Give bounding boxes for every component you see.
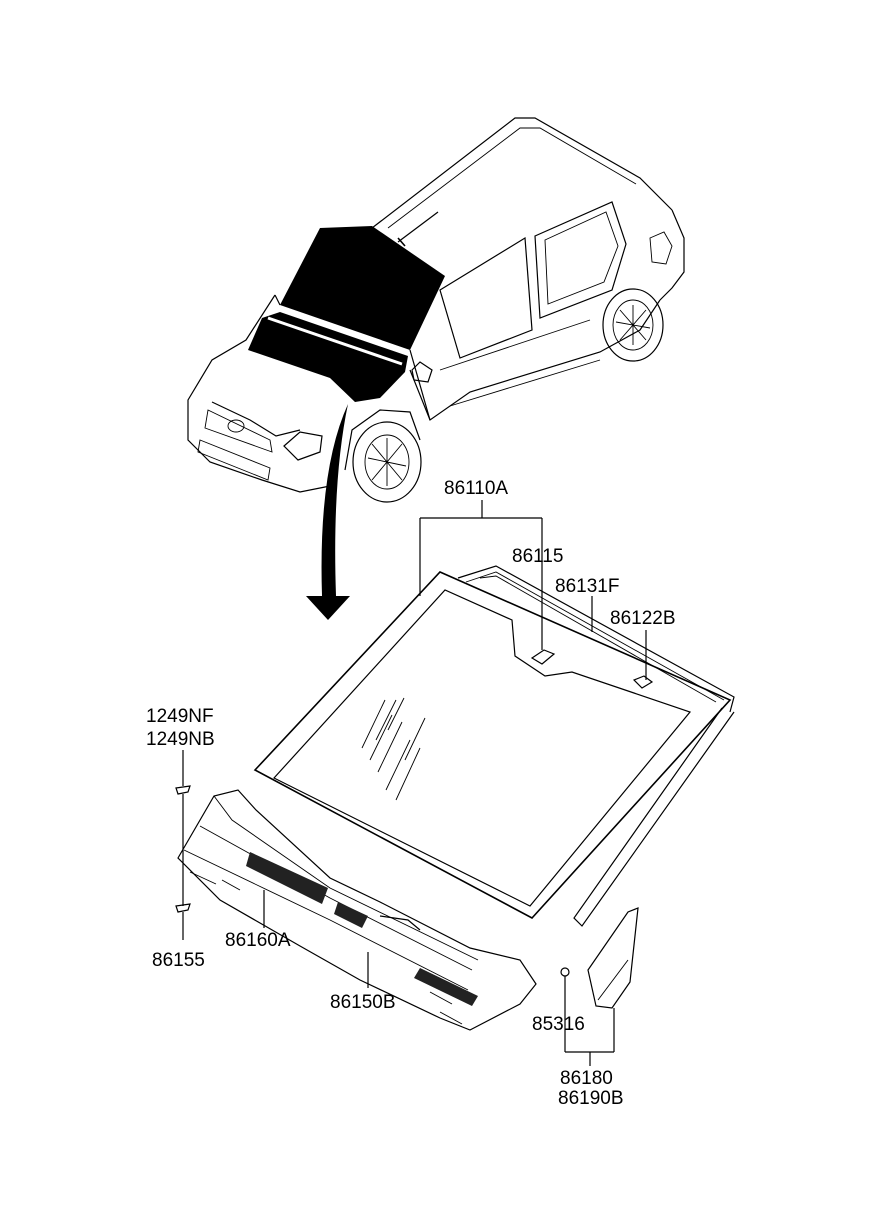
- label-86150B: 86150B: [330, 992, 396, 1013]
- label-1249NB: 1249NB: [146, 729, 215, 750]
- label-86180: 86180: [560, 1068, 613, 1089]
- arrow-icon: [306, 404, 350, 620]
- windshield-icon: [253, 565, 735, 927]
- label-86155: 86155: [152, 950, 205, 971]
- label-86190B: 86190B: [558, 1088, 624, 1109]
- leader-lines: [182, 500, 647, 1066]
- label-86110A: 86110A: [444, 478, 508, 499]
- label-86122B: 86122B: [610, 608, 676, 629]
- label-86160A: 86160A: [225, 930, 291, 951]
- label-86115: 86115: [512, 546, 563, 567]
- car-windshield-shape: [280, 226, 445, 350]
- label-86131F: 86131F: [555, 576, 619, 597]
- side-cover-icon: [587, 907, 639, 1009]
- cowl-panel-icon: [177, 789, 537, 1031]
- car-cowl-shape: [248, 312, 408, 402]
- label-1249NF: 1249NF: [146, 706, 214, 727]
- label-85316: 85316: [532, 1014, 585, 1035]
- car-icon: [187, 117, 685, 503]
